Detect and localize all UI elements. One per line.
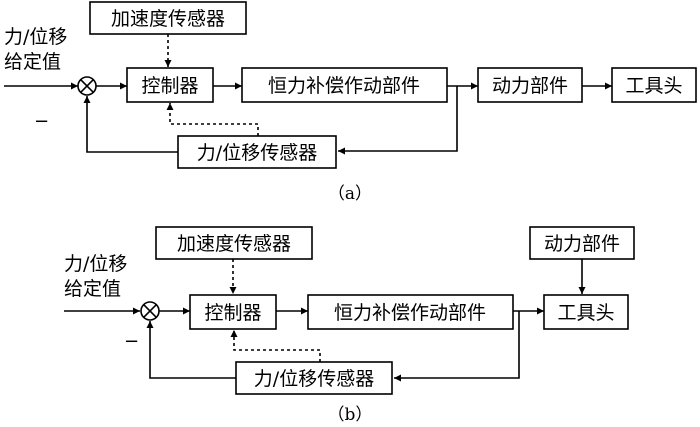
a-feedback-sensor-box bbox=[177, 135, 337, 169]
b-feedback-sensor-box bbox=[235, 361, 393, 395]
b-controller-label: 控制器 bbox=[204, 302, 261, 324]
a-accel-sensor-label: 加速度传感器 bbox=[111, 8, 225, 30]
diagram-a: 力/位移 给定值 − 加速度传感器 控制器 恒力补偿作动部件 动力部件 bbox=[4, 1, 697, 204]
b-input-label-line1: 力/位移 bbox=[64, 253, 127, 275]
b-feedback-sensor-label: 力/位移传感器 bbox=[254, 368, 374, 390]
a-sensor-dotted-arrow bbox=[166, 103, 259, 136]
b-sensor-dotted-arrow bbox=[230, 330, 321, 362]
b-tool-head-label: 工具头 bbox=[557, 302, 614, 324]
a-power-unit-box bbox=[477, 67, 583, 103]
a-feedback-to-junction bbox=[83, 96, 178, 153]
a-controller-label: 控制器 bbox=[141, 75, 198, 97]
a-input-label-line1: 力/位移 bbox=[4, 26, 67, 48]
b-compensator-label: 恒力补偿作动部件 bbox=[334, 302, 486, 324]
b-feedback-to-junction bbox=[146, 321, 236, 379]
a-tool-head-box bbox=[611, 67, 697, 103]
diagram-b: 力/位移 给定值 − 加速度传感器 控制器 恒力补偿作动部件 动力部件 bbox=[64, 226, 635, 425]
b-caption: （b） bbox=[328, 405, 373, 425]
a-compensator-label: 恒力补偿作动部件 bbox=[268, 75, 420, 97]
b-power-unit-label: 动力部件 bbox=[544, 233, 620, 255]
b-controller-box bbox=[189, 294, 277, 330]
b-feedback-to-sensor bbox=[394, 311, 520, 382]
b-input-label-line2: 给定值 bbox=[64, 278, 121, 300]
b-tool-head-box bbox=[543, 294, 629, 330]
a-feedback-to-sensor bbox=[338, 86, 458, 155]
a-minus-sign: − bbox=[34, 111, 49, 132]
b-summing-junction bbox=[140, 301, 160, 321]
b-accel-sensor-label: 加速度传感器 bbox=[177, 233, 291, 255]
b-accel-sensor-box bbox=[155, 226, 313, 260]
a-power-unit-label: 动力部件 bbox=[492, 75, 568, 97]
a-tool-head-label: 工具头 bbox=[625, 75, 682, 97]
b-minus-sign: − bbox=[124, 331, 139, 352]
a-feedback-sensor-label: 力/位移传感器 bbox=[197, 142, 317, 164]
a-caption: （a） bbox=[328, 184, 372, 204]
a-controller-box bbox=[126, 67, 214, 103]
a-input-label-line2: 给定值 bbox=[4, 51, 61, 73]
a-compensator-box bbox=[241, 67, 448, 103]
a-summing-junction bbox=[77, 76, 97, 96]
b-compensator-box bbox=[307, 294, 514, 330]
